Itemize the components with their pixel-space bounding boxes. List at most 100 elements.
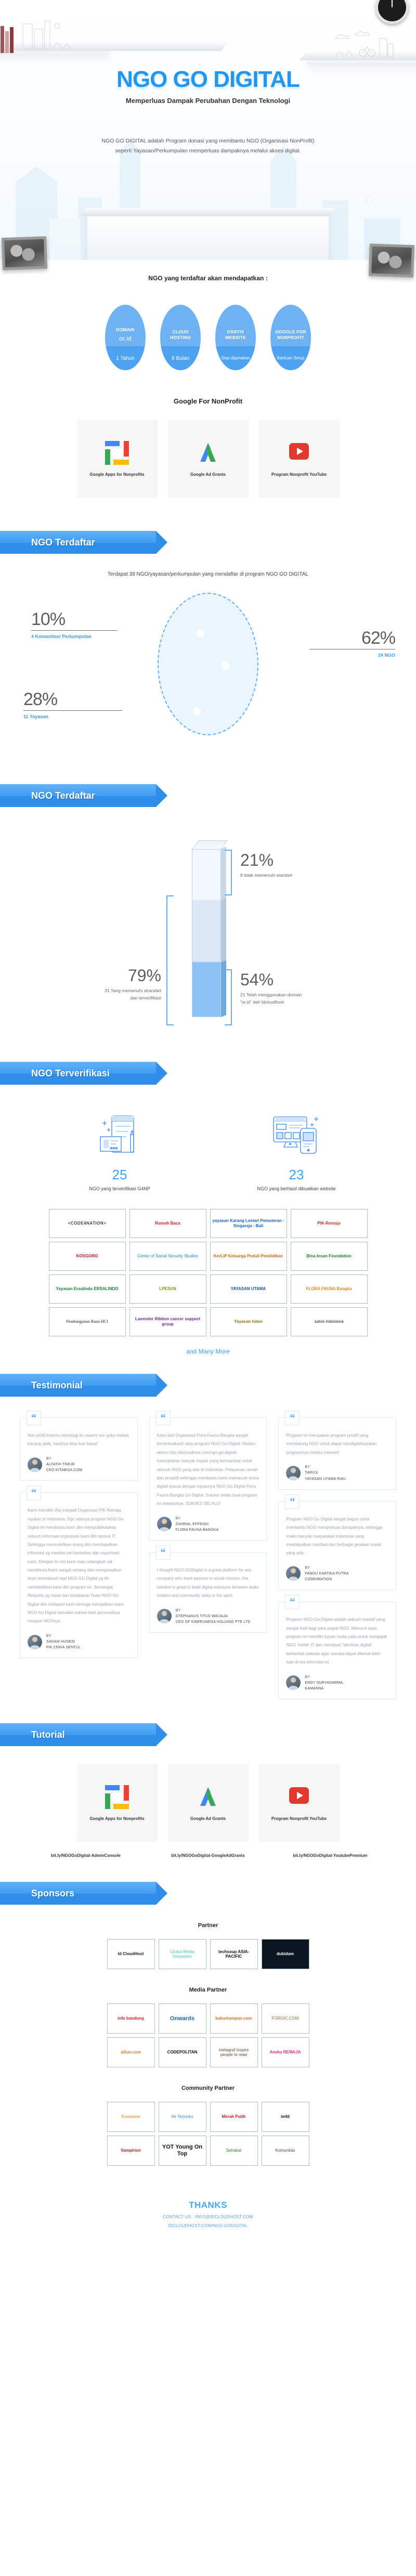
google-apps-icon [105, 1785, 129, 1809]
verified-g4np: 25 NGO yang terverifikasi G4NP [62, 1112, 177, 1191]
page-title: NGO GO DIGITAL [116, 67, 300, 92]
testimonial-card: “ Program NGO-Go-Digital adalah sebuah i… [278, 1595, 397, 1700]
testimonial-text: I thought NGO-GODigital is a great platf… [157, 1568, 259, 1598]
author-by: BY [46, 1456, 51, 1461]
photo-right [368, 243, 415, 278]
quote-icon: “ [285, 1411, 300, 1425]
bar-label-21: 21% 8 tidak memenuhi standart [240, 852, 370, 879]
quote-icon: “ [285, 1595, 300, 1610]
testimonial-author: BY SADAM HUSEiN PiK CERiA SENTUL [28, 1633, 130, 1651]
testimonial-author: BY ALFATIH TIMUR CEO KITABISA.COM [28, 1456, 130, 1474]
tutorial-section: Tutorial Google Apps for Nonprofits Goog… [0, 1699, 416, 1858]
avatar [286, 1675, 301, 1690]
bar-label-54: 54% 21 Telah menggunakan domain “or.id” … [240, 971, 375, 1006]
author-name: STEPHANUS TiTUS WiDJAJA [175, 1614, 228, 1618]
pie-point-62 [221, 661, 229, 670]
community-partner-cell: imfd [261, 2102, 309, 2132]
google-nonprofit-cards: Google Apps for Nonprofits Google Ad Gra… [0, 420, 416, 498]
park-line-icon [335, 31, 394, 58]
media-partner-cell: CODEPOLITAN [158, 2037, 206, 2068]
bar-label-pct: 79% [127, 966, 161, 985]
ngo-logo-cell: Center of Social Security Studies [129, 1242, 206, 1271]
ngo-logo-cell: satoe indonesia [290, 1307, 368, 1336]
bar-label-pct: 21% [240, 851, 274, 869]
benefit-duration: 6 Bulan [160, 346, 201, 370]
partner-grid: Id CloudHost Global Media Innovation tec… [0, 1939, 416, 1970]
testimonial-author: BY STEPHANUS TiTUS WiDJAJA CEO OF KiNERJ… [157, 1608, 259, 1625]
community-partner-cell: Vampirion [107, 2136, 155, 2166]
testimonial-columns: “ Non profit ketemu teknologi itu sepert… [0, 1411, 416, 1700]
description-line-1: NGO GO DIGITAL adalah Program donasi yan… [101, 138, 315, 144]
avatar [286, 1566, 301, 1581]
devices-website-icon [239, 1112, 354, 1160]
verified-caption: NGO yang terverifikasi G4NP [89, 1186, 150, 1191]
google-ads-icon [196, 1785, 220, 1809]
bracket-54 [225, 969, 232, 1025]
testimonial-author: BY PANDU KARTiKA PUTRA CODE4NATION [286, 1565, 388, 1583]
pie-label-pct: 10% [31, 609, 66, 629]
footer-thanks: THANKS [189, 2200, 227, 2210]
verified-number: 25 [112, 1167, 127, 1182]
footer-contact: CONTACT US : INFO@IDCLOUDHOST.COM [163, 2215, 253, 2220]
books-decor [0, 26, 14, 53]
pie-label-detail: 11 Yayasan [23, 714, 48, 719]
youtube-card[interactable]: Program Nonprofit YouTube [258, 420, 340, 498]
community-partner-heading: Community Partner [181, 2085, 235, 2092]
media-partner-heading: Media Partner [189, 1987, 227, 1994]
pie-label-28: 28% 11 Yayasan [23, 691, 122, 719]
bracket-79 [166, 895, 174, 1025]
bar-label-detail-2: dan terverifikasi [130, 995, 161, 1001]
testimonial-card: “ I thought NGO-GODigital is a great pla… [149, 1545, 267, 1633]
community-partner-grid: Kamanna Air Terjunku Merah Putih imfd Va… [0, 2102, 416, 2166]
tutorial-youtube-card[interactable]: Program Nonprofit YouTube [258, 1764, 340, 1842]
author-name: SADAM HUSEiN [46, 1640, 75, 1644]
author-org: YAYASAN UTAMA RiAU [305, 1477, 346, 1481]
avatar [157, 1517, 172, 1532]
benefits-heading: NGO yang terdaftar akan mendapatkan : [148, 275, 268, 282]
benefit-title: GRATIS WEBSITE [225, 329, 246, 340]
google-ads-card[interactable]: Google Ad Grants [167, 420, 249, 498]
benefit-cloud-hosting: CLOUD HOSTING 6 Bulan [160, 305, 201, 370]
google-apps-card[interactable]: Google Apps for Nonprofits [76, 420, 158, 498]
city-line-icon [22, 20, 71, 49]
benefit-duration: Bantuan Setup [270, 346, 311, 370]
banner-ngo-terdaftar-2: NGO Terdaftar [0, 784, 167, 807]
media-partner-cell: info bandung [107, 2003, 155, 2034]
author-org: FLORA FAUNA BANGKA [175, 1528, 219, 1532]
bracket-21 [225, 850, 232, 895]
community-partner-cell: YOT Young On Top [158, 2136, 206, 2166]
tutorial-link-ad-grants[interactable]: bit.ly/NGOGoDigital-GoogleAdGrants [171, 1853, 245, 1858]
ngo-logo-cell: PIK-Remaja [290, 1209, 368, 1238]
testimonial-column-1: “ Non profit ketemu teknologi itu sepert… [20, 1411, 138, 1699]
banner-label: NGO Terdaftar [31, 790, 95, 801]
tutorial-google-ads-card[interactable]: Google Ad Grants [167, 1764, 249, 1842]
card-label: Program Nonprofit YouTube [271, 1816, 327, 1821]
community-partner-cell: Kamanna [107, 2102, 155, 2132]
community-partner-cell: Komunitas [261, 2136, 309, 2166]
tutorial-google-apps-card[interactable]: Google Apps for Nonprofits [76, 1764, 158, 1842]
bar-label-detail-1: 21 Telah menggunakan domain [240, 992, 302, 997]
google-nonprofit-heading: Google For NonProfit [173, 397, 243, 405]
footer-url[interactable]: IDCLOUDHOST.COM/NGO-GODIGITAL [168, 2223, 248, 2229]
testimonial-column-3: “ Program ini merupakan program positif … [278, 1411, 397, 1700]
ngo-logo-grid: <CODE4NATION> Rumah Baca yayasan Karang … [0, 1209, 416, 1336]
banner-label: Sponsors [31, 1888, 75, 1898]
footer: THANKS CONTACT US : INFO@IDCLOUDHOST.COM… [0, 2187, 416, 2246]
testimonial-text: Program NGO Go Digital sangat bagus untu… [286, 1516, 383, 1556]
benefit-google-nonprofit: GOOGLE FOR NONPROFIT Bantuan Setup [270, 305, 311, 370]
author-by: BY [175, 1516, 181, 1520]
quote-icon: “ [155, 1545, 171, 1560]
verified-section: NGO Terverifikasi [0, 1046, 416, 1355]
bar-label-detail-1: 31 Yang memenuhi strandart [105, 988, 161, 993]
ngo-logo-cell: <CODE4NATION> [48, 1209, 126, 1238]
document-form-icon [62, 1112, 177, 1160]
author-org: CODE4NATION [305, 1578, 332, 1582]
tutorial-link-youtube-premium[interactable]: bit.ly/NGOGoDigital-YoutubePremium [293, 1853, 368, 1858]
tutorial-link-admin-console[interactable]: bit.ly/NGOGoDigital-AdminConsole [51, 1853, 121, 1858]
benefit-title: DOMAIN [116, 327, 135, 333]
pie-point-28 [193, 707, 201, 715]
partner-cell: Id CloudHost [107, 1939, 155, 1970]
bar-label-detail: 31 Yang memenuhi strandart dan terverifi… [52, 987, 161, 1002]
testimonial-card: “ Program ini merupakan program positif … [278, 1411, 397, 1490]
banner-label: Tutorial [31, 1729, 65, 1740]
